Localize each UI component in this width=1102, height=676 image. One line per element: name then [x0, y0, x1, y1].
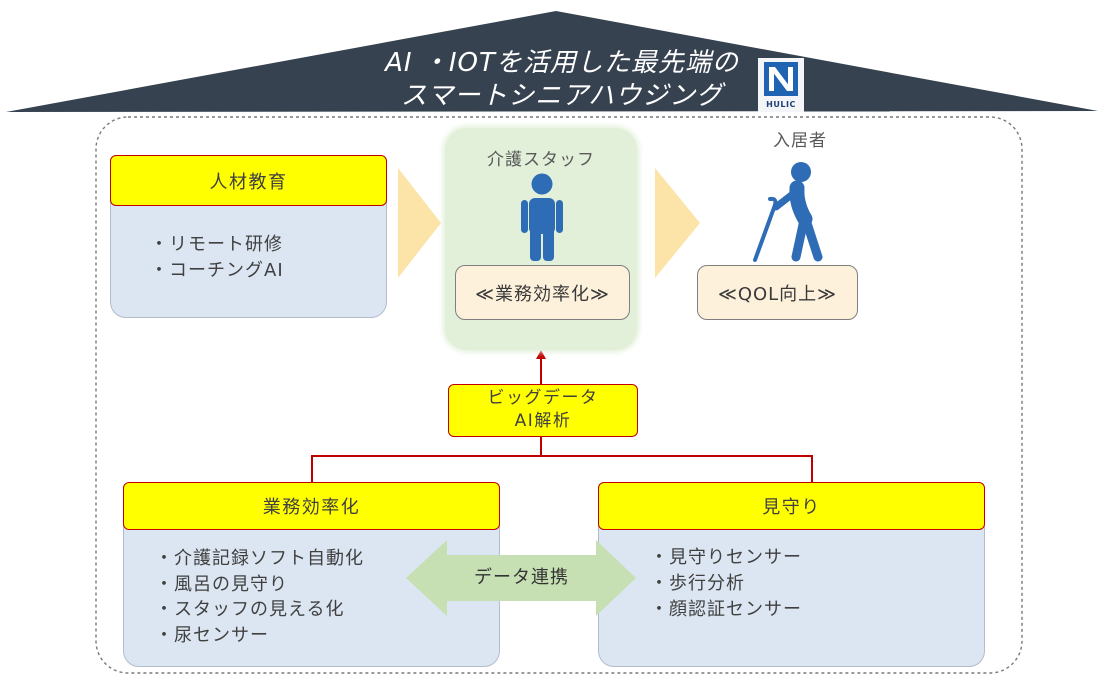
list-item: ・見守りセンサー [650, 547, 802, 568]
resident-outcome-box: ≪QOL向上≫ [697, 265, 858, 320]
elderly-with-cane-icon [753, 162, 823, 262]
list-item: ・顔認証センサー [650, 599, 802, 620]
roof-title-line2: スマートシニアハウジング [400, 81, 724, 111]
hulic-logo-mark [764, 62, 798, 96]
bigdata-line2: AI解析 [514, 411, 572, 431]
list-item: ・介護記録ソフト自動化 [155, 548, 364, 569]
connector-branch-lines [311, 455, 813, 483]
list-item: ・歩行分析 [650, 573, 745, 594]
education-list: ・リモート研修 ・コーチングAI [150, 232, 284, 284]
hulic-logo-text: HULIC [766, 100, 796, 109]
bigdata-analysis-box: ビッグデータ AI解析 [448, 384, 638, 437]
roof-title-line1: AI ・IOTを活用した最先端の [385, 48, 739, 78]
list-item: ・リモート研修 [150, 234, 283, 255]
roof-shape [6, 11, 1098, 112]
resident-label: 入居者 [773, 131, 827, 151]
flow-arrow-staff-to-resident [655, 168, 700, 278]
person-icon [521, 173, 563, 261]
efficiency-header: 業務効率化 [123, 482, 500, 530]
bigdata-line1: ビッグデータ [487, 388, 599, 408]
staff-panel: 介護スタッフ ≪業務効率化≫ [445, 128, 637, 350]
monitoring-header: 見守り [598, 482, 985, 530]
flow-arrow-education-to-staff [398, 168, 441, 278]
hulic-logo: HULIC [758, 58, 804, 112]
staff-label: 介護スタッフ [487, 150, 595, 170]
staff-outcome-box: ≪業務効率化≫ [455, 265, 630, 320]
list-item: ・風呂の見守り [155, 573, 288, 595]
data-link-label: データ連携 [474, 567, 569, 588]
monitoring-list: ・見守りセンサー ・歩行分析 ・顔認証センサー [650, 545, 802, 623]
education-header: 人材教育 [110, 155, 387, 206]
list-item: ・尿センサー [155, 624, 269, 646]
efficiency-list: ・介護記録ソフト自動化 ・風呂の見守り ・スタッフの見える化 ・尿センサー [155, 546, 364, 648]
list-item: ・コーチングAI [150, 260, 284, 281]
dashed-frame [95, 116, 1023, 674]
education-panel [110, 195, 387, 318]
upward-arrow-head [536, 350, 546, 359]
list-item: ・スタッフの見える化 [155, 599, 345, 620]
